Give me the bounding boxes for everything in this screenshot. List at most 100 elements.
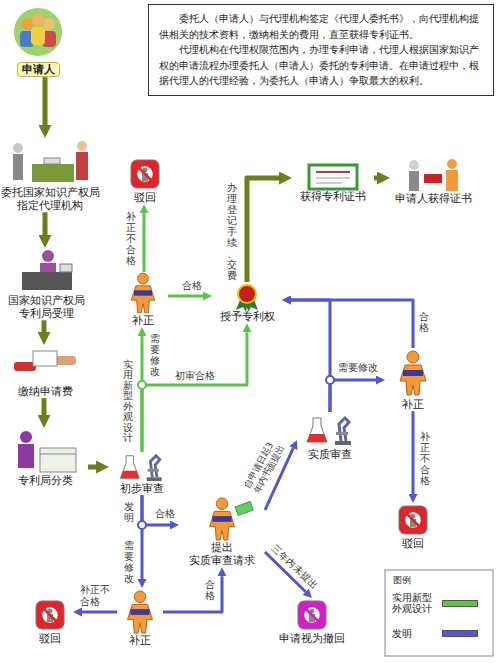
- edge-label: 补正不合格: [420, 431, 430, 486]
- reject-icon: [131, 160, 159, 188]
- node-label: 驳回: [122, 191, 168, 204]
- flow-arrow: [143, 213, 146, 272]
- flow-arrow: [291, 300, 413, 348]
- edge-label: 需要修改: [150, 333, 160, 377]
- legend-swatch: [442, 600, 478, 607]
- edge-label: 需要修改: [338, 362, 378, 374]
- edge-label: 办理登记手续、交费: [227, 182, 237, 281]
- flow-arrow: [247, 178, 279, 282]
- edge-label: 合格: [419, 311, 429, 333]
- withdraw-icon: [298, 601, 326, 629]
- person-icon: [131, 273, 154, 313]
- node-label: 补正: [385, 398, 441, 411]
- edge-label: 补正不合格: [126, 211, 136, 266]
- node-label: 申请视为撤回: [271, 632, 353, 645]
- edge-label: 合格: [205, 579, 215, 601]
- node-label: 专利局分类: [2, 474, 88, 487]
- reject-end: 驳回: [390, 503, 436, 550]
- branch-label: 发明: [124, 501, 134, 523]
- office-icon: [22, 250, 72, 290]
- flow-arrow: [43, 212, 48, 235]
- reject-end: 驳回: [27, 598, 73, 645]
- legend-item: 实用新型 外观设计: [392, 592, 478, 615]
- node-label: 补正: [118, 314, 168, 327]
- legend-item: 发明: [392, 628, 478, 639]
- node-label: 补正: [117, 634, 163, 647]
- node-label: 申请人: [17, 62, 60, 77]
- applicant-icon: [14, 8, 62, 56]
- correction-step: 补正: [118, 272, 168, 327]
- edge-label: 补正不合格: [80, 584, 110, 608]
- sorting-icon: [18, 431, 76, 472]
- flow-arrow: [163, 576, 222, 612]
- process-step: 缴纳申请费: [2, 345, 88, 398]
- node-label: 驳回: [27, 632, 73, 645]
- flow-arrow: [42, 320, 47, 332]
- node-label: 驳回: [390, 537, 436, 550]
- lab-icon: [307, 418, 351, 445]
- correction-step: 补正: [385, 348, 441, 411]
- applicant-node: 申请人: [5, 4, 71, 77]
- node-label: 委托人（申请人）与代理机构签定《代理人委托书》，向代理机构提供相关的技术资料，缴…: [159, 11, 483, 42]
- withdraw-end: 申请视为撤回: [271, 598, 353, 645]
- process-step: 专利局分类: [2, 428, 88, 487]
- junction-dot: [326, 376, 334, 384]
- certificate-step: 获得专利证书: [292, 162, 374, 203]
- lab-icon: [120, 456, 161, 481]
- payment-icon: [14, 351, 76, 371]
- flow-arrow: [374, 176, 377, 181]
- node-label: 初步审查: [109, 482, 175, 495]
- reject-icon: [36, 601, 64, 629]
- grant-step: 授予专利权: [212, 282, 282, 323]
- node-label: 提出 实质审查请求: [179, 541, 265, 567]
- node-label: 授予专利权: [212, 310, 282, 323]
- edge-label: 合格: [155, 508, 175, 520]
- edge-label: 合格: [182, 280, 202, 292]
- request-form: [235, 502, 253, 516]
- node-label: 国家知识产权局 专利局受理: [4, 294, 88, 320]
- node-label: 代理机构在代理权限范围内，办理专利申请，代理人根据国家知识产权的申请流程办理委托…: [159, 42, 483, 89]
- process-step: 委托国家知识产权局 指定代理机构: [0, 138, 103, 212]
- flow-arrow: [141, 495, 144, 579]
- junction-dot: [138, 521, 146, 529]
- flow-arrow: [88, 465, 96, 470]
- node-label: 委托国家知识产权局 指定代理机构: [0, 186, 103, 212]
- intro-box: 委托人（申请人）与代理机构签定《代理人委托书》，向代理机构提供相关的技术资料，缴…: [148, 4, 494, 96]
- flow-arrow: [291, 300, 330, 412]
- reject-icon: [399, 506, 427, 534]
- process-step: 国家知识产权局 专利局受理: [4, 248, 88, 320]
- edge-label: 自申请日起3年内书面提出: [242, 436, 288, 496]
- node-label: 实质审查: [297, 448, 363, 461]
- legend-box: [385, 570, 493, 656]
- agency-icon: [13, 141, 88, 182]
- flow-arrow: [43, 77, 48, 125]
- legend-label: 实用新型 外观设计: [392, 592, 436, 615]
- legend-swatch: [442, 630, 478, 637]
- review-step: 实质审查: [297, 412, 363, 461]
- receive-step: 申请人获得证书: [390, 160, 476, 205]
- branch-label: 实用新型 外观设计: [123, 360, 133, 444]
- edge-label: 初审合格: [175, 370, 215, 382]
- person-icon: [128, 591, 153, 633]
- flow-arrow: [412, 411, 415, 494]
- node-label: 获得专利证书: [292, 190, 374, 203]
- flow-arrow: [168, 295, 203, 298]
- flow-arrow: [330, 380, 376, 412]
- correction-step: 补正: [117, 588, 163, 647]
- legend-label: 发明: [392, 628, 436, 639]
- medal-icon: [236, 285, 258, 312]
- junction-dot: [138, 381, 146, 389]
- legend-title: 图例: [393, 575, 411, 586]
- handover-icon: [409, 159, 458, 191]
- certificate-icon: [309, 165, 357, 189]
- review-step: 初步审查: [109, 452, 175, 495]
- flow-arrow: [142, 332, 247, 452]
- request-step: 提出 实质审查请求: [179, 497, 265, 567]
- flow-arrow: [82, 611, 117, 614]
- edge-label: 需要修改: [124, 540, 134, 584]
- person-icon: [400, 351, 426, 395]
- node-label: 缴纳申请费: [2, 385, 88, 398]
- flow-arrow: [42, 398, 47, 415]
- reject-end: 驳回: [122, 157, 168, 204]
